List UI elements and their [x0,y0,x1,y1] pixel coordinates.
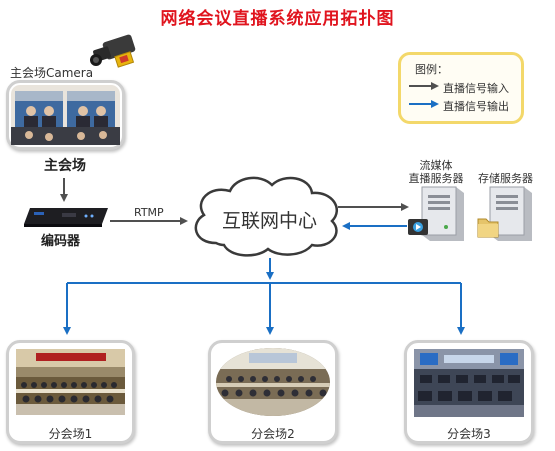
branch-venue-1-image [16,349,125,415]
storage-server-icon [477,186,532,241]
legend-output-arrow-icon [409,100,439,108]
main-venue-photo [6,80,125,150]
branch-venue-3-image [414,349,524,417]
cloud-label: 互联网中心 [222,210,318,232]
legend-title: 图例： [415,63,448,76]
branch-venue-1-label: 分会场1 [48,427,93,441]
legend-box: 图例： 直播信号输入 直播信号输出 [398,52,524,124]
legend-input-label: 直播信号输入 [443,82,509,95]
camera-icon [90,34,136,68]
branch-venue-2-image [216,348,330,416]
branch-venue-3-label: 分会场3 [447,427,491,441]
main-venue-image [11,85,120,145]
internet-cloud-icon [194,176,338,257]
encoder-label: 编码器 [41,234,81,249]
streaming-server-label-line2: 直播服务器 [408,172,464,185]
camera-label: 主会场Camera [10,66,94,80]
storage-server-label: 存储服务器 [478,172,533,185]
branch-venue-2-label: 分会场2 [251,427,295,441]
main-venue-label: 主会场 [44,158,86,174]
rtmp-label: RTMP [134,206,164,219]
branch-venue-1: 分会场1 [6,340,135,444]
branch-venue-2: 分会场2 [208,340,338,444]
encoder-device-icon [24,208,108,227]
streaming-server-label-line1: 流媒体 [419,159,453,172]
legend-output-label: 直播信号输出 [443,100,509,113]
streaming-server-icon [408,186,464,241]
branch-venue-3: 分会场3 [404,340,534,444]
diagram-title: 网络会议直播系统应用拓扑图 [160,9,395,29]
legend-input-arrow-icon [409,82,439,90]
